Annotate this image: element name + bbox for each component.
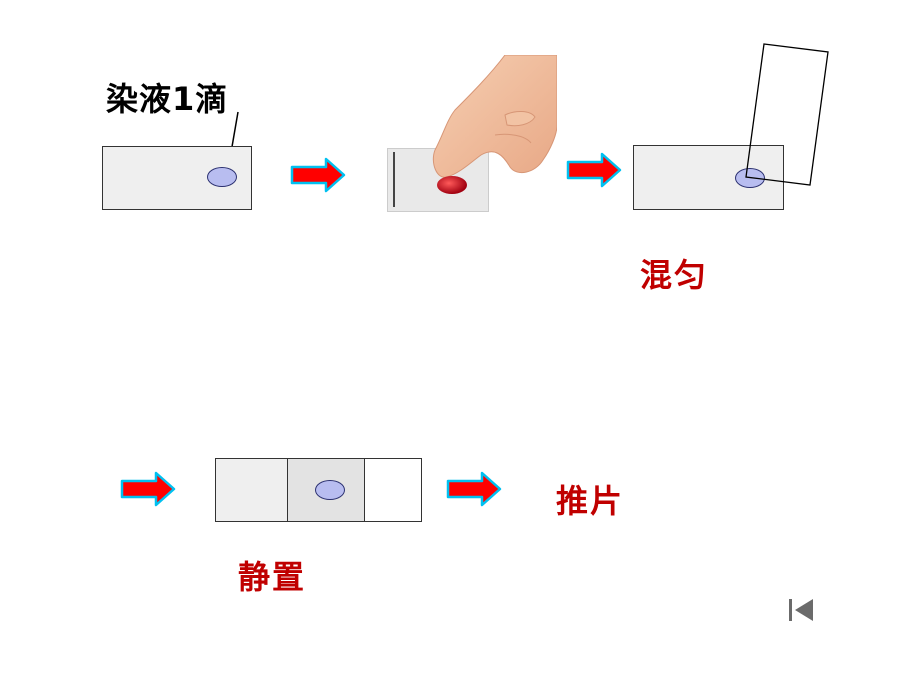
overlap-slide: [287, 458, 422, 522]
stain-drop: [207, 167, 237, 187]
push-label: 推片: [556, 482, 625, 520]
finger-blood-picture: [385, 55, 557, 215]
arrow-step-2: [566, 152, 622, 188]
stain-label: 染液1滴: [106, 80, 229, 118]
first-slide-button[interactable]: [785, 594, 817, 626]
arrow-step-4: [446, 471, 502, 507]
arrow-step-3: [120, 471, 176, 507]
resting-slides: [215, 458, 422, 522]
picture-slide-edge: [393, 152, 395, 207]
slide-with-stain: [102, 146, 252, 210]
tilted-spreader-slide: [745, 43, 829, 186]
finger-icon: [432, 55, 557, 194]
overlap-divider: [364, 458, 365, 522]
first-slide-icon: [789, 599, 813, 621]
mix-label: 混匀: [640, 256, 709, 294]
arrow-step-1: [290, 157, 346, 193]
resting-drop: [315, 480, 345, 500]
rest-label: 静置: [238, 558, 307, 596]
